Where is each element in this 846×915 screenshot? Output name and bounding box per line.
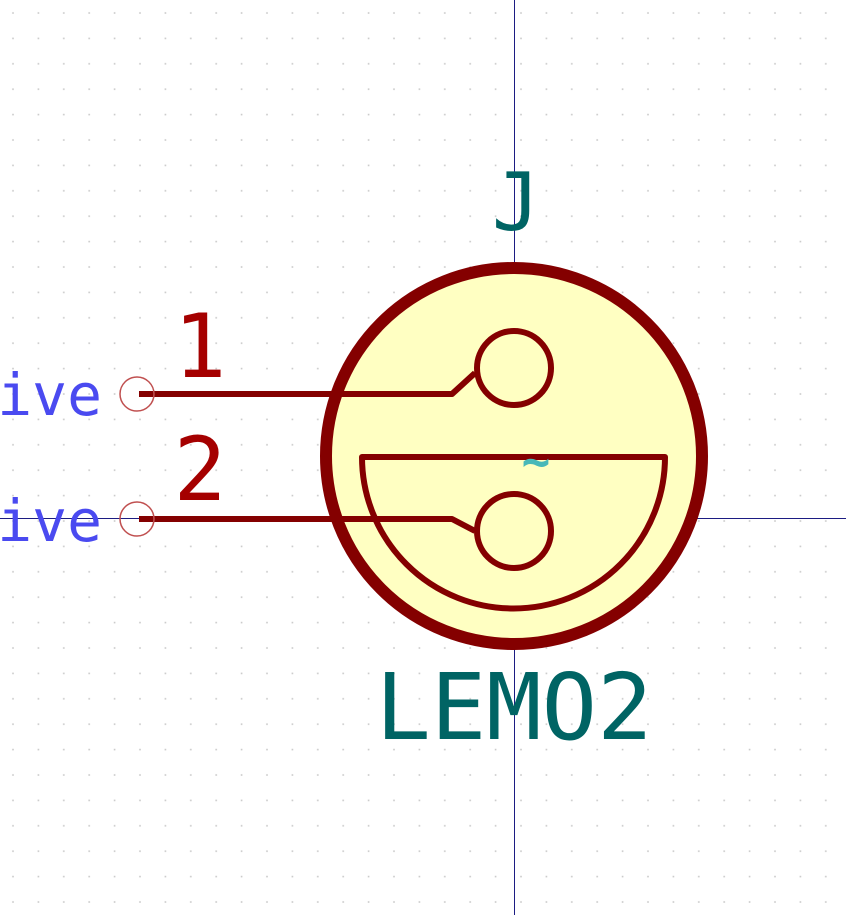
- unit-marker: ~: [522, 434, 551, 490]
- pin-1-type-label: Passive: [0, 361, 102, 429]
- reference-label[interactable]: J: [492, 156, 540, 249]
- contact-2-circle: [474, 491, 554, 571]
- pin-1-line[interactable]: [139, 370, 478, 397]
- key-half-circle: [359, 454, 668, 612]
- contact-1-circle: [474, 328, 554, 408]
- pin-1-number: 1: [174, 295, 227, 398]
- pin-2-type-label: Passive: [0, 487, 102, 555]
- connector-symbol[interactable]: ~: [119, 262, 708, 650]
- pin-2-line[interactable]: [139, 516, 477, 534]
- pin-2-number: 2: [174, 418, 227, 521]
- value-label[interactable]: LEMO2: [376, 654, 653, 761]
- pin-2-end[interactable]: [119, 501, 155, 537]
- pin-1-end[interactable]: [119, 376, 155, 412]
